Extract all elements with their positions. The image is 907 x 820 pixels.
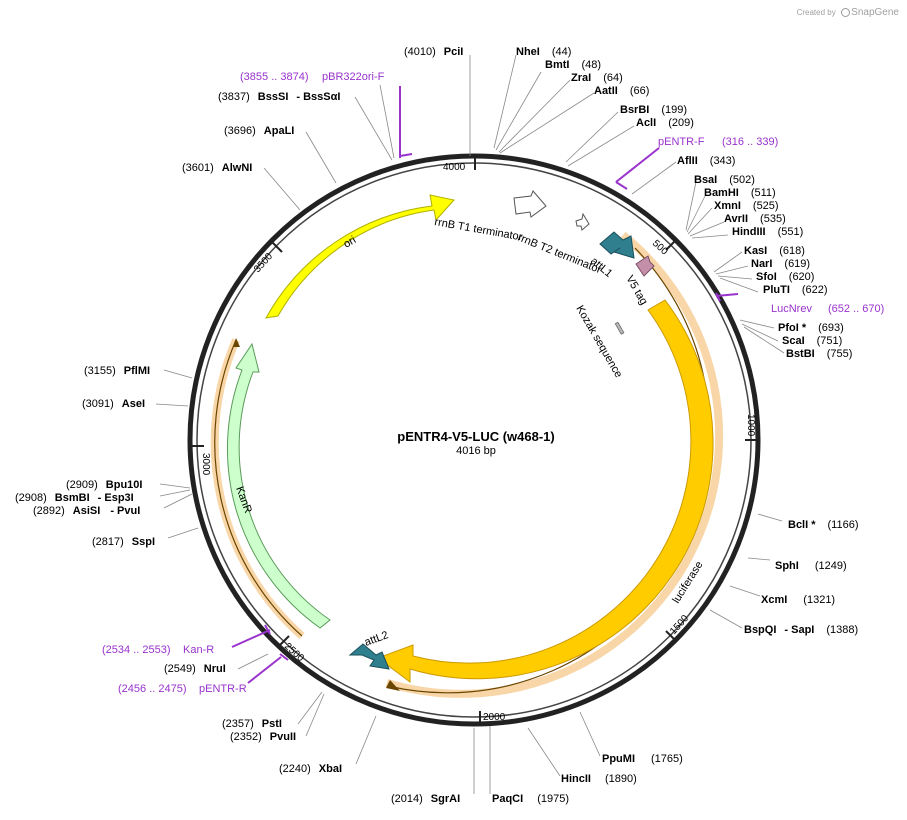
primer-pentr-r-name: pENTR-R bbox=[199, 683, 247, 695]
tick-1000: 1000 bbox=[745, 414, 756, 437]
primer-kan-r-name: Kan-R bbox=[183, 644, 214, 656]
luciferase-feature[interactable] bbox=[376, 299, 714, 683]
primer-lucnrev-range: (652 .. 670) bbox=[828, 303, 884, 315]
kanr-feature[interactable] bbox=[226, 342, 331, 629]
site-ppumi[interactable]: PpuMI(1765) bbox=[602, 753, 683, 765]
site-bamhi[interactable]: BamHI(511) bbox=[704, 187, 776, 199]
site-pcii[interactable]: (4010)PciI bbox=[404, 46, 463, 58]
primer-labels: (3855 .. 3874) pBR322ori-F pENTR-F (316 … bbox=[102, 71, 884, 695]
site-avrii[interactable]: AvrII(535) bbox=[724, 213, 786, 225]
site-zrai[interactable]: ZraI(64) bbox=[571, 72, 623, 84]
ruler-ticks bbox=[190, 156, 759, 725]
snapgene-logo-icon bbox=[841, 8, 851, 17]
plasmid-name: pENTR4-V5-LUC (w468-1) bbox=[397, 429, 554, 444]
primer-pentr-r-range: (2456 .. 2475) bbox=[118, 683, 187, 695]
site-xbai[interactable]: (2240)XbaI bbox=[279, 763, 342, 775]
tick-2000: 2000 bbox=[483, 712, 506, 723]
site-hindiii[interactable]: HindIII(551) bbox=[732, 226, 803, 238]
rrnb-t2-label: rrnB T2 terminator bbox=[516, 232, 603, 277]
site-pfoi[interactable]: PfoI *(693) bbox=[778, 322, 844, 334]
tick-3000: 3000 bbox=[200, 453, 211, 476]
attl1-label: attL1 bbox=[588, 255, 614, 280]
site-alwni[interactable]: (3601)AlwNI bbox=[182, 162, 252, 174]
site-bstbi[interactable]: BstBI(755) bbox=[786, 348, 852, 360]
snapgene-name: SnapGene bbox=[851, 7, 899, 18]
site-sfoi[interactable]: SfoI(620) bbox=[756, 271, 814, 283]
site-hincii[interactable]: HincII(1890) bbox=[561, 773, 637, 785]
site-apali[interactable]: (3696)ApaLI bbox=[224, 125, 294, 137]
site-paqci[interactable]: PaqCI(1975) bbox=[492, 793, 569, 805]
primer-pbr322ori-f-name: pBR322ori-F bbox=[322, 71, 385, 83]
right-site-labels: NheI(44) BmtI(48) ZraI(64) AatII(66) Bsr… bbox=[492, 46, 859, 805]
rrnb-t2-terminator-feature[interactable] bbox=[575, 212, 590, 231]
site-bspqi-sapi[interactable]: BspQI- SapI(1388) bbox=[744, 624, 858, 636]
primer-markers bbox=[231, 86, 739, 684]
site-nhei[interactable]: NheI(44) bbox=[516, 46, 571, 58]
site-xmni[interactable]: XmnI(525) bbox=[714, 200, 779, 212]
site-psti[interactable]: (2357)PstI bbox=[222, 718, 282, 730]
attl2-label: attL2 bbox=[363, 629, 390, 649]
site-bsai[interactable]: BsaI(502) bbox=[694, 174, 755, 186]
kanr-outer-arrowhead bbox=[233, 338, 240, 347]
primer-pbr322ori-f-range: (3855 .. 3874) bbox=[240, 71, 309, 83]
created-by-text: Created by bbox=[796, 8, 836, 17]
site-aflii[interactable]: AflII(343) bbox=[677, 155, 735, 167]
site-sphi[interactable]: SphI(1249) bbox=[775, 560, 847, 572]
site-xcmi[interactable]: XcmI(1321) bbox=[761, 594, 835, 606]
attl2-feature[interactable] bbox=[348, 643, 390, 670]
plasmid-length: 4016 bp bbox=[456, 445, 496, 457]
primer-lucnrev-name: LucNrev bbox=[771, 303, 812, 315]
site-bsrbi[interactable]: BsrBI(199) bbox=[620, 104, 687, 116]
site-pvuii[interactable]: (2352)PvuII bbox=[230, 731, 296, 743]
v5-tag-feature[interactable] bbox=[635, 255, 655, 277]
site-pluti[interactable]: PluTI(622) bbox=[763, 284, 828, 296]
site-leader-lines bbox=[155, 54, 785, 794]
site-scai[interactable]: ScaI(751) bbox=[782, 335, 842, 347]
site-bcli[interactable]: BclI *(1166) bbox=[788, 519, 859, 531]
kozak-feature[interactable] bbox=[614, 321, 625, 335]
site-bsssi[interactable]: (3837)BssSI- BssSαI bbox=[218, 91, 340, 103]
primer-pentr-f-range: (316 .. 339) bbox=[722, 136, 778, 148]
site-bmti[interactable]: BmtI(48) bbox=[545, 59, 601, 71]
primer-kan-r-range: (2534 .. 2553) bbox=[102, 644, 171, 656]
site-asei[interactable]: (3091)AseI bbox=[82, 398, 145, 410]
site-acli[interactable]: AclI(209) bbox=[636, 117, 694, 129]
ori-label: ori bbox=[342, 234, 359, 251]
site-pflmi[interactable]: (3155)PflMI bbox=[84, 365, 150, 377]
kanr-outer-line bbox=[214, 339, 303, 637]
site-bpu10i[interactable]: (2909)Bpu10I bbox=[66, 479, 142, 491]
tick-4000: 4000 bbox=[443, 162, 466, 173]
attl1-feature[interactable] bbox=[599, 231, 635, 259]
left-site-labels: (4010)PciI (3837)BssSI- BssSαI (3696)Apa… bbox=[15, 46, 463, 805]
site-nari[interactable]: NarI(619) bbox=[751, 258, 810, 270]
luciferase-halo-outer bbox=[385, 231, 724, 698]
site-bsmbi-esp3i[interactable]: (2908)BsmBI- Esp3I bbox=[15, 492, 134, 504]
site-aatii[interactable]: AatII(66) bbox=[594, 85, 649, 97]
site-sspi[interactable]: (2817)SspI bbox=[92, 536, 155, 548]
site-nrui[interactable]: (2549)NruI bbox=[164, 663, 226, 675]
rrnb-t1-label: rrnB T1 terminator bbox=[433, 216, 523, 243]
snapgene-brand[interactable]: Created by SnapGene bbox=[797, 2, 899, 20]
site-asisi-pvui[interactable]: (2892)AsiSI- PvuI bbox=[33, 505, 140, 517]
primer-pentr-f-name: pENTR-F bbox=[658, 136, 705, 148]
ori-feature[interactable] bbox=[265, 194, 455, 319]
rrnb-t1-terminator-feature[interactable] bbox=[513, 190, 547, 218]
tick-3500: 3500 bbox=[252, 251, 275, 275]
luciferase-outer-arrowhead bbox=[386, 680, 400, 691]
v5-tag-label: V5 tag bbox=[623, 274, 649, 308]
kozak-label: Kozak sequence bbox=[573, 304, 624, 380]
site-kasi[interactable]: KasI(618) bbox=[744, 245, 805, 257]
site-sgrai[interactable]: (2014)SgrAI bbox=[391, 793, 460, 805]
